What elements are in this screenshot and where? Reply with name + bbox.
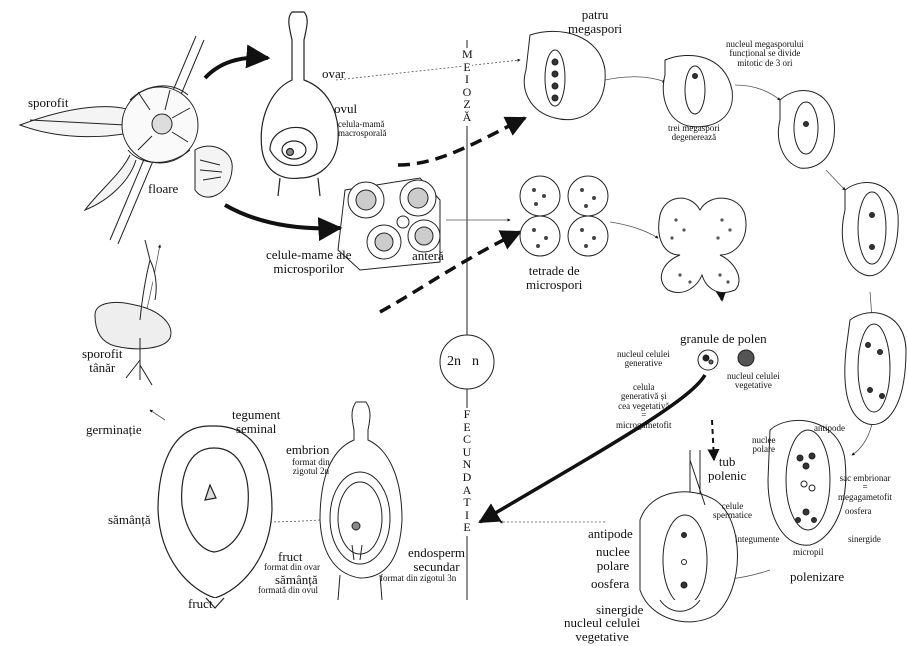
sporofit-label: sporofit [28,96,68,110]
endosperm-label: endosperm secundar [408,546,465,573]
embryo-sac-illustration [768,420,846,545]
patru-megaspori-label: patru megaspori [568,8,622,35]
ovary-illustration [261,12,338,196]
meioza-vertical-label: MEIOZĂ [462,48,472,126]
celule-mame-label: celule-mame ale microsporilor [266,248,352,275]
nucleul-megasporului-label: nucleul megasporului funcțional se divid… [726,40,804,68]
nuclee-polare-label: nuclee polare [596,545,630,572]
ploidy-2n-label: 2n [447,354,461,370]
germinatie-label: germinație [86,423,142,437]
micropil-label: micropil [793,548,824,557]
antera-label: anteră [412,249,444,263]
seed-illustration [158,426,272,608]
sinergide-top-label: sinergide [848,535,881,544]
samanta-label: sămânță [108,513,151,527]
embrion-sub-label: format din zigotul 2n [292,458,330,477]
fecundatie-vertical-label: FECUNDATIE [462,408,472,536]
nucleul-vegetative-label: nucleul celulei vegetative [727,372,780,391]
flower-illustration [20,36,232,244]
fruit-illustration [320,402,402,600]
nucleul-vegetative-bottom-label: nucleul celulei vegetative [564,616,640,643]
ovar-label: ovar [322,67,345,81]
antipode-top-label: antipode [814,424,845,433]
oosfera-top-label: oosfera [845,507,872,516]
polenizare-label: polenizare [790,570,844,584]
floare-label: floare [148,182,178,196]
nuclee-polare-top-label: nuclee polare [752,436,775,455]
sporofit-tanar-label: sporofit tânăr [82,347,122,374]
samanta-sub-label: formată din ovul [258,586,318,595]
tetrade-label: tetrade de microspori [526,264,582,291]
pollen-grains [698,350,754,370]
sac-embrionar-label: sac embrionar = megagametofit [838,474,892,502]
celula-mama-label: celula-mamă macrosporală [338,120,386,139]
antipode-label: antipode [588,527,633,541]
ploidy-n-label: n [472,354,479,370]
oosfera-label: oosfera [591,577,629,591]
tegument-label: tegument seminal [232,408,280,435]
arrow-to-anther [225,205,340,228]
ovul-label: ovul [334,102,357,116]
tub-polenic-label: tub polenic [708,455,746,482]
embrion-label: embrion [286,443,329,457]
trei-megaspori-label: trei megaspori degenerează [668,124,720,143]
granule-polen-label: granule de polen [680,332,767,346]
endosperm-sub-label: format din zigotul 3n [380,574,456,583]
nucleul-generative-label: nucleul celulei generative [617,350,670,369]
integumente-label: integumente [735,535,780,544]
fruct-label: fruct [188,597,213,611]
arrow-to-ovary [205,58,268,78]
celula-generativa-label: celula generativă și cea vegetativă = mi… [616,383,671,430]
celule-spermatice-label: celule spermatice [713,502,752,521]
